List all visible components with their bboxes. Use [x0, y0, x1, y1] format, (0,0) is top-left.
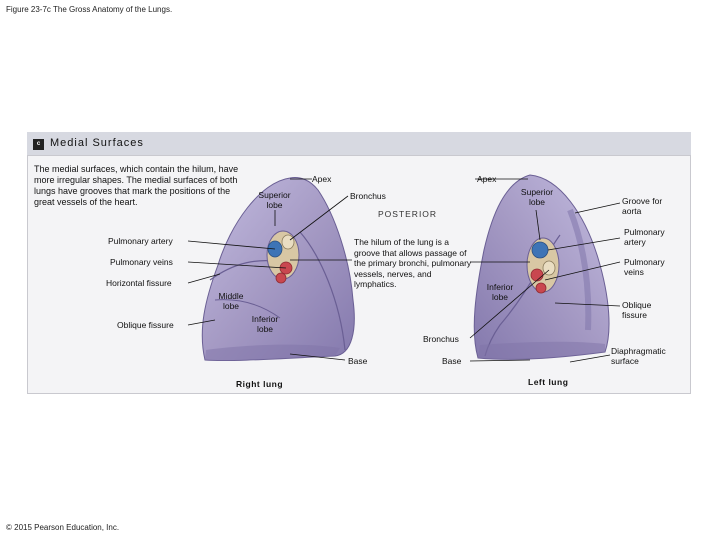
- right-pulmonary-vein-shape-2: [275, 272, 287, 284]
- label-left-base: Base: [442, 356, 462, 366]
- label-right-pulmonary-artery: Pulmonary artery: [108, 236, 173, 246]
- label-right-oblique-fissure: Oblique fissure: [117, 320, 174, 330]
- leader-right-base: [289, 353, 346, 361]
- left-lung: [473, 174, 610, 360]
- leader-right-bronchus: [289, 195, 349, 241]
- label-left-pulmonary-artery: Pulmonary artery: [624, 227, 665, 247]
- left-pulmonary-vein-shape-1: [530, 268, 544, 282]
- right-lung-base-shade: [205, 344, 340, 361]
- label-left-bronchus: Bronchus: [423, 334, 459, 344]
- right-lung: [201, 177, 355, 362]
- figure-title: Figure 23-7c The Gross Anatomy of the Lu…: [6, 5, 173, 14]
- label-right-apex: Apex: [312, 174, 332, 184]
- caption-left-lung: Left lung: [528, 377, 569, 387]
- panel-header: [27, 132, 691, 156]
- posterior-label: POSTERIOR: [378, 209, 438, 219]
- left-bronchus-shape: [542, 260, 556, 276]
- leader-right-pulmonary-veins: [187, 261, 287, 269]
- leader-right-horizontal-fissure: [187, 273, 221, 284]
- left-aorta-groove: [567, 208, 592, 331]
- left-pulmonary-vein-shape-2: [535, 282, 547, 294]
- label-left-oblique-fissure: Oblique fissure: [622, 300, 652, 320]
- label-right-superior-lobe: Superior lobe: [258, 190, 291, 210]
- label-right-middle-lobe: Middle lobe: [218, 291, 244, 311]
- caption-right-lung: Right lung: [236, 379, 284, 389]
- label-left-inferior-lobe: Inferior lobe: [486, 282, 514, 302]
- panel-badge: c: [33, 139, 44, 150]
- copyright-notice: © 2015 Pearson Education, Inc.: [6, 523, 120, 532]
- leader-left-pulmonary-artery: [547, 237, 621, 251]
- leader-left-superior-lobe: [535, 209, 541, 241]
- label-left-superior-lobe: Superior lobe: [520, 187, 554, 207]
- left-lung-base-shade: [478, 341, 605, 360]
- label-right-inferior-lobe: Inferior lobe: [251, 314, 279, 334]
- leader-lines: [187, 178, 621, 363]
- panel-title: Medial Surfaces: [50, 137, 144, 149]
- label-left-groove-for-aorta: Groove for aorta: [622, 196, 663, 216]
- leader-left-groove-aorta: [574, 202, 621, 214]
- leader-right-pulmonary-artery: [187, 240, 276, 250]
- right-middle-lobe-edge: [214, 299, 281, 319]
- label-right-base: Base: [348, 356, 368, 366]
- leader-right-oblique-fissure: [187, 319, 216, 326]
- leader-left-oblique-fissure: [554, 302, 621, 307]
- leader-left-bronchus: [469, 269, 550, 339]
- hilum-description: The hilum of the lung is a groove that a…: [354, 237, 472, 289]
- left-pulmonary-artery-shape: [531, 241, 549, 259]
- label-left-apex: Apex: [477, 174, 497, 184]
- label-left-diaphragmatic-surface: Diaphragmatic surface: [611, 346, 666, 366]
- panel-description: The medial surfaces, which contain the h…: [34, 164, 239, 207]
- label-right-horizontal-fissure: Horizontal fissure: [106, 278, 172, 288]
- label-right-pulmonary-veins: Pulmonary veins: [110, 257, 173, 267]
- leader-left-base: [469, 359, 531, 362]
- label-right-bronchus: Bronchus: [350, 191, 386, 201]
- leader-left-diaphragmatic-surface: [569, 354, 611, 363]
- right-oblique-fissure-line: [299, 231, 346, 351]
- label-left-pulmonary-veins: Pulmonary veins: [624, 257, 665, 277]
- right-bronchus-shape: [281, 234, 295, 250]
- leader-left-pulmonary-veins: [544, 261, 621, 281]
